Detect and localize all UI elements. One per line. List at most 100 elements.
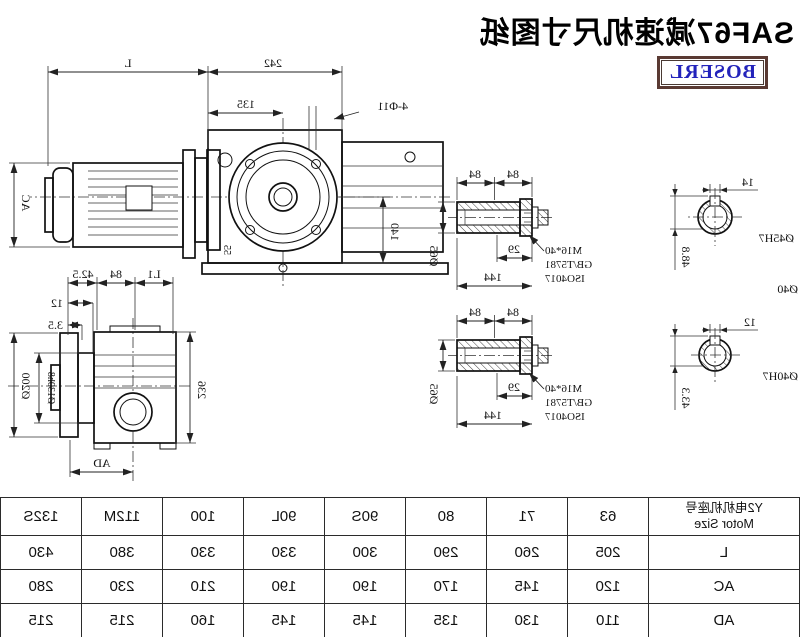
dim-label-84a: 84 bbox=[507, 167, 519, 181]
dim-label-AC: AC bbox=[19, 195, 33, 212]
flange-bolt-hole bbox=[245, 225, 255, 235]
table-cell: 215 bbox=[0, 603, 82, 637]
table-cell: 280 bbox=[0, 569, 82, 604]
main-view: 242 L 135 4-Φ11 140 AC 55 bbox=[9, 56, 450, 288]
dim-label-144: 144 bbox=[484, 270, 502, 284]
table-cell: 145 bbox=[486, 569, 568, 604]
table-cell: 230 bbox=[81, 569, 163, 604]
table-cell: 215 bbox=[81, 603, 163, 637]
table-cell: 170 bbox=[405, 569, 487, 604]
dim-label-236: 236 bbox=[195, 381, 209, 399]
frame-size-header: 132S bbox=[0, 497, 82, 536]
dim-label-84b: 84 bbox=[469, 305, 481, 319]
technical-drawing: 242 L 135 4-Φ11 140 AC 55 bbox=[5, 56, 798, 484]
screw-note-line3: ISO4017 bbox=[545, 411, 585, 423]
dim-label-key-depth-48-8: 48.8 bbox=[679, 247, 693, 268]
dim-label-L1: L1 bbox=[147, 267, 160, 281]
dim-label-od65: Ø65 bbox=[427, 384, 441, 405]
frame-size-header: 80 bbox=[405, 497, 487, 536]
dim-label-135: 135 bbox=[237, 97, 255, 111]
table-cell: 190 bbox=[243, 569, 325, 604]
row-label: AC bbox=[648, 569, 800, 604]
table-cell: 145 bbox=[243, 603, 325, 637]
dim-label-od65: Ø65 bbox=[427, 246, 441, 267]
frame-size-header: 63 bbox=[567, 497, 649, 536]
flange-bolt-hole bbox=[245, 159, 255, 169]
table-cell: 210 bbox=[162, 569, 244, 604]
dim-label-140: 140 bbox=[388, 223, 402, 241]
table-cell: 430 bbox=[0, 535, 82, 570]
screw-note-line1: M16*40 bbox=[545, 245, 583, 257]
frame-size-header: 100 bbox=[162, 497, 244, 536]
dim-label-key-depth-43-3: 43.3 bbox=[679, 388, 693, 409]
table-cell: 380 bbox=[81, 535, 163, 570]
flange-disc bbox=[59, 332, 79, 438]
screw-note-line3: ISO4017 bbox=[545, 273, 585, 285]
dim-label-84a: 84 bbox=[507, 305, 519, 319]
screw-note-line2: GB/T5781 bbox=[545, 259, 592, 271]
flange-bolt-hole bbox=[311, 225, 321, 235]
table-cell: 300 bbox=[324, 535, 406, 570]
dim-label-84b: 84 bbox=[469, 167, 481, 181]
motor-flange bbox=[182, 149, 196, 259]
frame-size-header: 90L bbox=[243, 497, 325, 536]
dim-label-29: 29 bbox=[508, 242, 520, 256]
dim-label-bolt-holes: 4-Φ11 bbox=[378, 99, 408, 113]
bore-label-40H7: Ø40H7 bbox=[763, 369, 798, 383]
frame-size-header: 90S bbox=[324, 497, 406, 536]
table-cell: 160 bbox=[162, 603, 244, 637]
table-cell: 330 bbox=[162, 535, 244, 570]
retaining-screw bbox=[537, 209, 549, 226]
screw-note-line2: GB/T5781 bbox=[545, 397, 592, 409]
motor-fan-cover bbox=[52, 167, 74, 243]
dim-label-od130: Ø130h8 bbox=[45, 372, 56, 404]
side-view: L1 84 42.5 12 3.5 Ø200 Ø130h8 236 bbox=[5, 267, 209, 484]
output-flange bbox=[228, 142, 338, 252]
dim-label-55: 55 bbox=[221, 245, 232, 255]
flange-hub bbox=[77, 352, 95, 424]
bore-detail-40: 12 Ø40H7 43.3 bbox=[670, 315, 798, 410]
motor-fins bbox=[88, 170, 178, 236]
table-cell: 330 bbox=[243, 535, 325, 570]
dim-label-AD: AD bbox=[93, 456, 111, 470]
dim-label-L: L bbox=[124, 56, 131, 70]
table-cell: 190 bbox=[324, 569, 406, 604]
bore-detail-45: 14 Ø45H7 48.8 Ø40 bbox=[670, 175, 798, 296]
dim-label-od200: Ø200 bbox=[19, 373, 33, 400]
dim-label-84: 84 bbox=[110, 267, 122, 281]
table-cell: 135 bbox=[405, 603, 487, 637]
retaining-screw bbox=[537, 347, 549, 364]
table-cell: 120 bbox=[567, 569, 649, 604]
bore-option-label-40: Ø40 bbox=[777, 282, 798, 296]
table-cell: 290 bbox=[405, 535, 487, 570]
dim-label-12: 12 bbox=[51, 296, 63, 310]
shaft-sleeve-detail-1: 84 84 Ø65 29 144 M16*40 GB/T5781 ISO4017 bbox=[427, 167, 592, 290]
dim-label-key-width-14: 14 bbox=[742, 175, 754, 189]
table-cell: 205 bbox=[567, 535, 649, 570]
screw-note-line1: M16*40 bbox=[545, 383, 583, 395]
frame-size-header: 71 bbox=[486, 497, 568, 536]
dim-label-29: 29 bbox=[508, 380, 520, 394]
row-label: AD bbox=[648, 603, 800, 637]
table-cell: 145 bbox=[324, 603, 406, 637]
shaft-sleeve-detail-2: 84 84 Ø65 29 144 M16*40 GB/T5781 ISO4017 bbox=[427, 305, 592, 428]
dim-label-242: 242 bbox=[264, 56, 282, 70]
bore-label-45H7: Ø45H7 bbox=[759, 231, 794, 245]
row-label: L bbox=[648, 535, 800, 570]
table-cell: 110 bbox=[567, 603, 649, 637]
dim-label-3-5: 3.5 bbox=[48, 318, 63, 332]
table-cell: 130 bbox=[486, 603, 568, 637]
dim-label-42-5: 42.5 bbox=[73, 267, 94, 281]
frame-size-header: 112M bbox=[81, 497, 163, 536]
table-cell: 260 bbox=[486, 535, 568, 570]
dim-label-144: 144 bbox=[484, 408, 502, 422]
flange-bolt-hole bbox=[311, 159, 321, 169]
